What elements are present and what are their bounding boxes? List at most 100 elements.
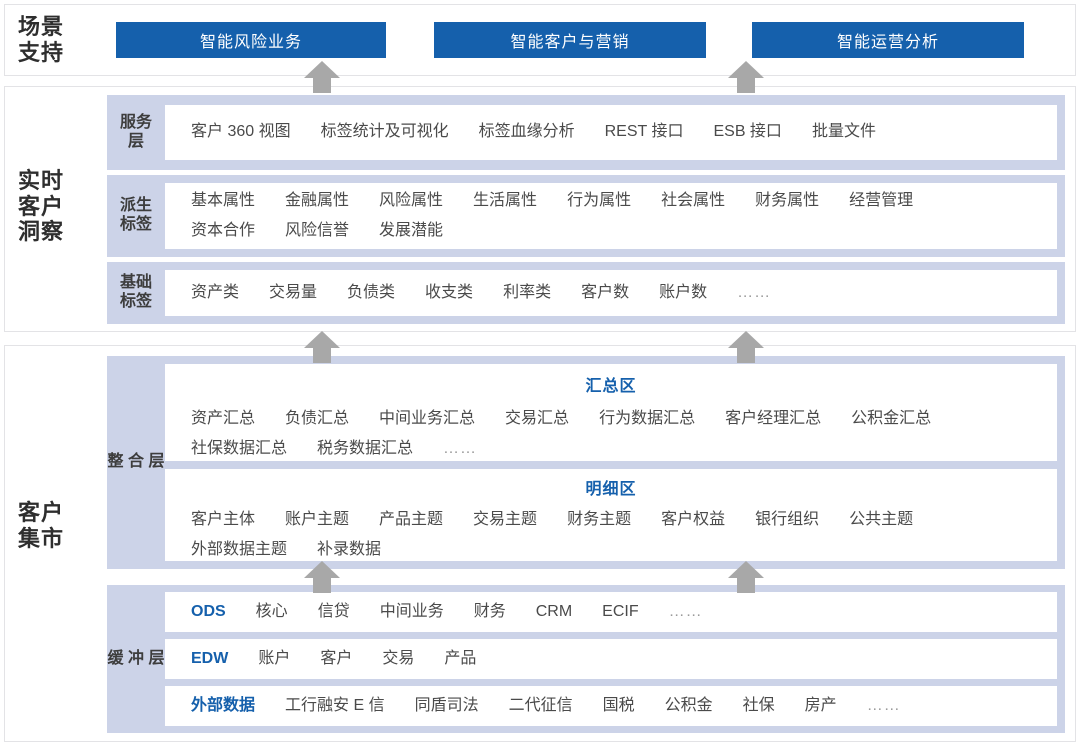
item-1[interactable]: 标签统计及可视化 [320, 123, 449, 140]
integration-layer-tag: 整 合 层 [107, 453, 165, 471]
item-1[interactable]: 工行融安 E 信 [285, 697, 385, 714]
basic-tags-tag: 基础 标签 [119, 274, 152, 310]
item-4[interactable]: 利率类 [503, 284, 552, 301]
item-3[interactable]: 收支类 [425, 284, 474, 301]
item-10[interactable]: 发展潜能 [379, 222, 444, 239]
basic-tags-items: 资产类 交易量 负债类 收支类 利率类 客户数 账户数 …… [165, 270, 1057, 308]
buffer-row-external: 外部数据 工行融安 E 信 同盾司法 二代征信 国税 公积金 社保 房产 …… [165, 686, 1057, 726]
item-7[interactable]: 公共主题 [849, 511, 914, 528]
item-5[interactable]: 公积金 [664, 697, 713, 714]
item-7[interactable]: …… [668, 603, 703, 620]
item-6[interactable]: 社保 [742, 697, 775, 714]
integration-layer-band: 整 合 层 汇总区 资产汇总 负债汇总 中间业务汇总 交易汇总 行为数据汇总 客户经理汇总… [107, 356, 1065, 569]
item-1[interactable]: 账户主题 [285, 511, 350, 528]
customer-mart-group-label: 客户 集市 [18, 500, 65, 551]
item-0[interactable]: ODS [191, 603, 226, 620]
item-3[interactable]: 交易 [382, 650, 415, 667]
item-8[interactable]: 资本合作 [191, 222, 256, 239]
item-1[interactable]: 核心 [255, 603, 288, 620]
service-layer-items: 客户 360 视图 标签统计及可视化 标签血缘分析 REST 接口 ESB 接口 批量文件 [165, 105, 1057, 147]
detail-zone-title: 明细区 [585, 481, 637, 498]
item-2[interactable]: 产品主题 [379, 511, 444, 528]
item-6[interactable]: ECIF [602, 603, 639, 620]
item-4[interactable]: 财务主题 [567, 511, 632, 528]
item-6[interactable]: 财务属性 [755, 192, 820, 209]
service-layer-tag: 服务 层 [119, 113, 152, 150]
item-7[interactable]: 经营管理 [849, 192, 914, 209]
item-5[interactable]: 批量文件 [811, 123, 876, 140]
item-2[interactable]: 中间业务汇总 [379, 410, 476, 427]
item-4[interactable]: 财务 [473, 603, 506, 620]
derived-tags-items: 基本属性 金融属性 风险属性 生活属性 行为属性 社会属性 财务属性 经营管理资本合作 风险信誉… [165, 183, 1057, 246]
arrow-buffer-to-integration-left [302, 560, 342, 594]
item-1[interactable]: 交易量 [269, 284, 318, 301]
item-3[interactable]: 交易汇总 [505, 410, 570, 427]
item-8[interactable]: …… [866, 697, 901, 714]
item-4[interactable]: 行为属性 [567, 192, 632, 209]
scene-support-group-label: 场景 支持 [18, 14, 65, 65]
item-8[interactable]: 外部数据主题 [191, 541, 288, 558]
item-3[interactable]: 二代征信 [508, 697, 573, 714]
item-9[interactable]: 风险信誉 [285, 222, 350, 239]
item-5[interactable]: CRM [535, 603, 573, 620]
arrow-buffer-to-integration-right [726, 560, 766, 594]
item-0[interactable]: 资产汇总 [191, 410, 256, 427]
item-0[interactable]: 外部数据 [191, 697, 256, 714]
basic-tags-row: 资产类 交易量 负债类 收支类 利率类 客户数 账户数 …… [165, 270, 1057, 316]
item-5[interactable]: 客户数 [581, 284, 630, 301]
item-3[interactable]: 生活属性 [473, 192, 538, 209]
item-1[interactable]: 金融属性 [285, 192, 350, 209]
item-2[interactable]: 负债类 [347, 284, 396, 301]
item-3[interactable]: 中间业务 [379, 603, 444, 620]
item-5[interactable]: 客户权益 [661, 511, 726, 528]
item-6[interactable]: 账户数 [659, 284, 708, 301]
detail-zone-box: 明细区 客户主体 账户主题 产品主题 交易主题 财务主题 客户权益 银行组织 公共主题外部数据… [165, 469, 1057, 561]
derived-tags-tag: 派生 标签 [119, 197, 152, 233]
scene-button-risk[interactable]: 智能风险业务 [116, 22, 386, 58]
buffer-row-external-items: 外部数据 工行融安 E 信 同盾司法 二代征信 国税 公积金 社保 房产 …… [165, 686, 1057, 721]
item-2[interactable]: 标签血缘分析 [478, 123, 575, 140]
arrow-insight-to-scene-left [302, 60, 342, 94]
arrow-mart-to-insight-left [302, 330, 342, 364]
item-0[interactable]: 客户 360 视图 [191, 123, 291, 140]
summary-zone-title: 汇总区 [585, 378, 637, 395]
item-5[interactable]: 社会属性 [661, 192, 726, 209]
item-6[interactable]: 公积金汇总 [851, 410, 932, 427]
item-4[interactable]: ESB 接口 [713, 123, 782, 140]
item-2[interactable]: 风险属性 [379, 192, 444, 209]
arrow-mart-to-insight-right [726, 330, 766, 364]
item-9[interactable]: …… [443, 440, 478, 457]
item-8[interactable]: 税务数据汇总 [317, 440, 414, 457]
item-2[interactable]: 同盾司法 [414, 697, 479, 714]
item-0[interactable]: 基本属性 [191, 192, 256, 209]
buffer-row-edw: EDW 账户 客户 交易 产品 [165, 639, 1057, 679]
item-6[interactable]: 银行组织 [755, 511, 820, 528]
item-2[interactable]: 客户 [320, 650, 353, 667]
item-1[interactable]: 负债汇总 [285, 410, 350, 427]
item-7[interactable]: 房产 [804, 697, 837, 714]
scene-button-customer-marketing[interactable]: 智能客户与营销 [434, 22, 706, 58]
item-4[interactable]: 国税 [602, 697, 635, 714]
scene-button-operations-analysis[interactable]: 智能运营分析 [752, 22, 1024, 58]
buffer-row-ods-items: ODS 核心 信贷 中间业务 财务 CRM ECIF …… [165, 592, 1057, 627]
item-0[interactable]: 客户主体 [191, 511, 256, 528]
item-9[interactable]: 补录数据 [317, 541, 382, 558]
item-7[interactable]: 社保数据汇总 [191, 440, 288, 457]
item-4[interactable]: 行为数据汇总 [599, 410, 696, 427]
item-7[interactable]: …… [737, 284, 772, 301]
buffer-row-ods: ODS 核心 信贷 中间业务 财务 CRM ECIF …… [165, 592, 1057, 632]
arrow-insight-to-scene-right [726, 60, 766, 94]
item-5[interactable]: 客户经理汇总 [725, 410, 822, 427]
item-2[interactable]: 信贷 [317, 603, 350, 620]
summary-zone-items: 资产汇总 负债汇总 中间业务汇总 交易汇总 行为数据汇总 客户经理汇总 公积金汇总社保数据汇… [165, 400, 1057, 464]
item-3[interactable]: 交易主题 [473, 511, 538, 528]
item-4[interactable]: 产品 [444, 650, 477, 667]
basic-tags-band: 基础 标签 资产类 交易量 负债类 收支类 利率类 客户数 账户数 …… [107, 262, 1065, 324]
item-0[interactable]: 资产类 [191, 284, 240, 301]
derived-tags-band: 派生 标签 基本属性 金融属性 风险属性 生活属性 行为属性 社会属性 财务属性 经营管理资本… [107, 175, 1065, 257]
item-1[interactable]: 账户 [258, 650, 291, 667]
item-3[interactable]: REST 接口 [604, 123, 684, 140]
item-0[interactable]: EDW [191, 650, 229, 667]
